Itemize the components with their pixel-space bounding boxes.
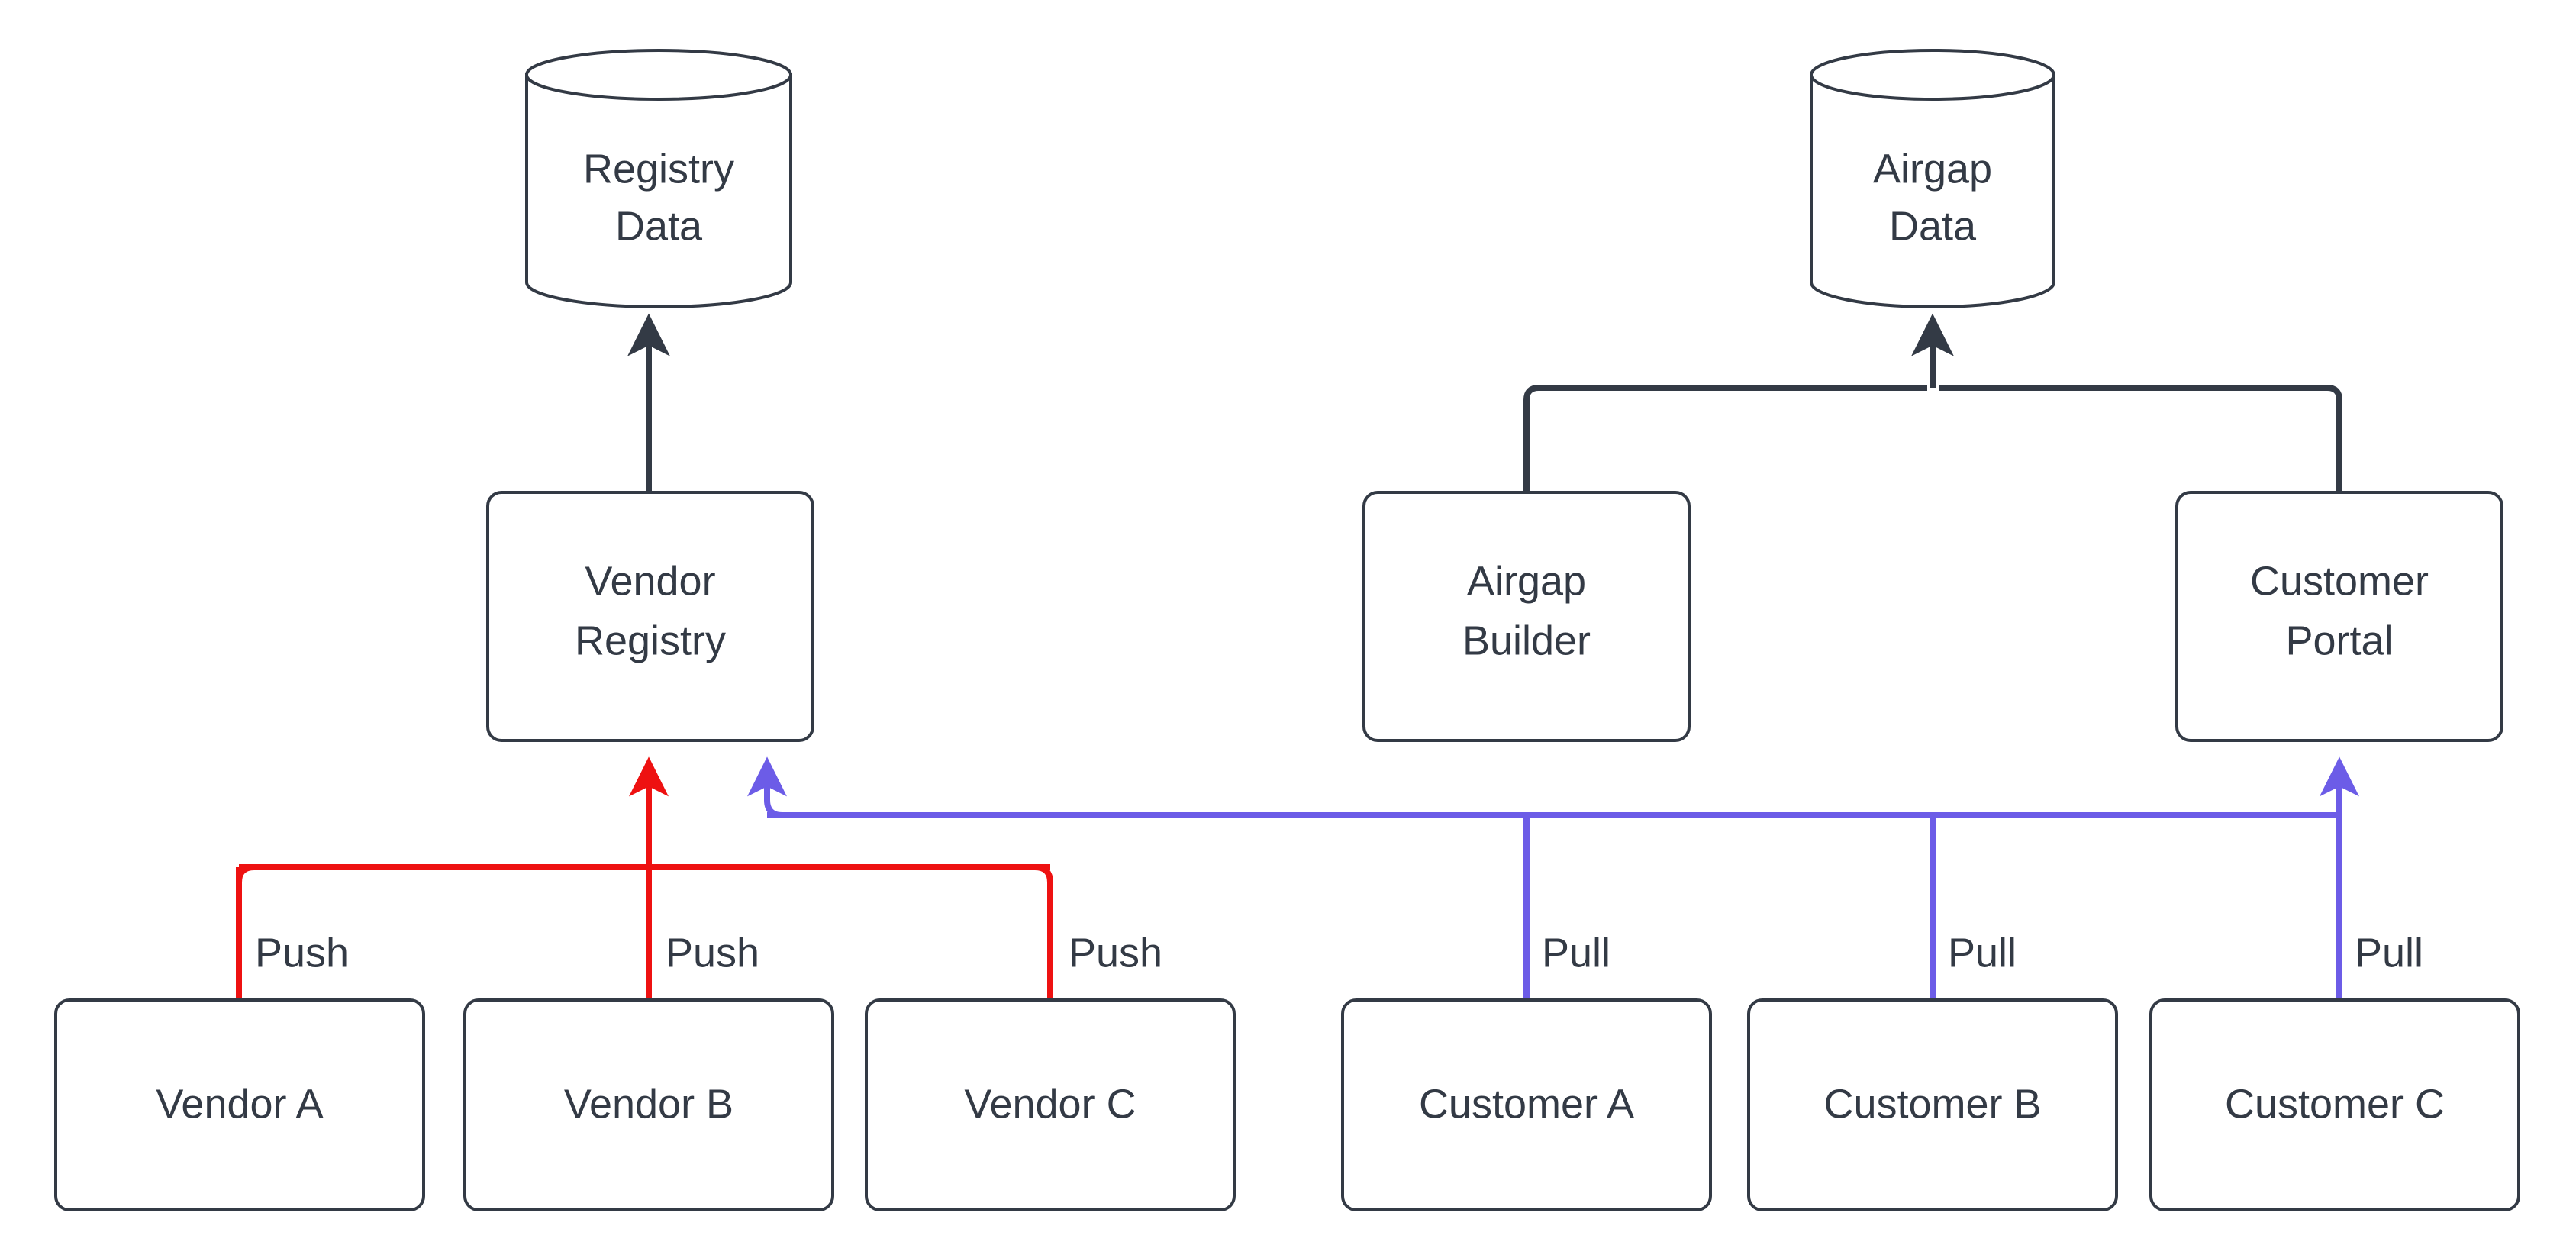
- actor-customer-a-label: Customer A: [1419, 1081, 1634, 1127]
- edge-label-pull-a: Pull: [1542, 930, 1610, 976]
- actor-customer-a[interactable]: Customer A: [1341, 998, 1712, 1211]
- actor-vendor-b[interactable]: Vendor B: [463, 998, 834, 1211]
- edge-push-bus: [236, 756, 1053, 1000]
- service-airgap-builder-line2: Builder: [1462, 618, 1591, 663]
- actor-customer-c[interactable]: Customer C: [2149, 998, 2520, 1211]
- service-vendor-registry-line2: Registry: [575, 618, 726, 663]
- datastore-registry-data-line2: Data: [615, 203, 703, 249]
- edge-label-push-a: Push: [255, 930, 349, 976]
- actor-vendor-a[interactable]: Vendor A: [54, 998, 425, 1211]
- service-customer-portal-line1: Customer: [2250, 558, 2429, 604]
- actor-vendor-c-label: Vendor C: [964, 1081, 1136, 1127]
- service-customer-portal-line2: Portal: [2285, 618, 2393, 663]
- actor-customer-b-label: Customer B: [1823, 1081, 2041, 1127]
- actor-vendor-a-label: Vendor A: [156, 1081, 323, 1127]
- actor-customer-b[interactable]: Customer B: [1747, 998, 2118, 1211]
- edge-customer-portal-to-airgap-data: [1939, 385, 2342, 492]
- datastore-registry-data-line1: Registry: [583, 146, 734, 192]
- edge-airgap-builder-to-airgap-data: [1523, 385, 1927, 492]
- edge-pull-bus: [747, 756, 2359, 1000]
- datastore-registry-data[interactable]: Registry Data: [525, 49, 792, 308]
- service-airgap-builder-line1: Airgap: [1467, 558, 1586, 604]
- datastore-airgap-data[interactable]: Airgap Data: [1810, 49, 2055, 308]
- service-vendor-registry-line1: Vendor: [585, 558, 715, 604]
- actor-customer-c-label: Customer C: [2225, 1081, 2445, 1127]
- edge-label-push-b: Push: [666, 930, 759, 976]
- edge-label-pull-c: Pull: [2355, 930, 2423, 976]
- edge-label-push-c: Push: [1069, 930, 1162, 976]
- edge-label-pull-b: Pull: [1948, 930, 2017, 976]
- datastore-airgap-data-line1: Airgap: [1873, 146, 1992, 192]
- actor-vendor-c[interactable]: Vendor C: [865, 998, 1236, 1211]
- service-airgap-builder[interactable]: Airgap Builder: [1362, 491, 1691, 742]
- service-customer-portal[interactable]: Customer Portal: [2175, 491, 2503, 742]
- service-vendor-registry[interactable]: Vendor Registry: [486, 491, 814, 742]
- actor-vendor-b-label: Vendor B: [564, 1081, 733, 1127]
- datastore-airgap-data-line2: Data: [1889, 203, 1977, 249]
